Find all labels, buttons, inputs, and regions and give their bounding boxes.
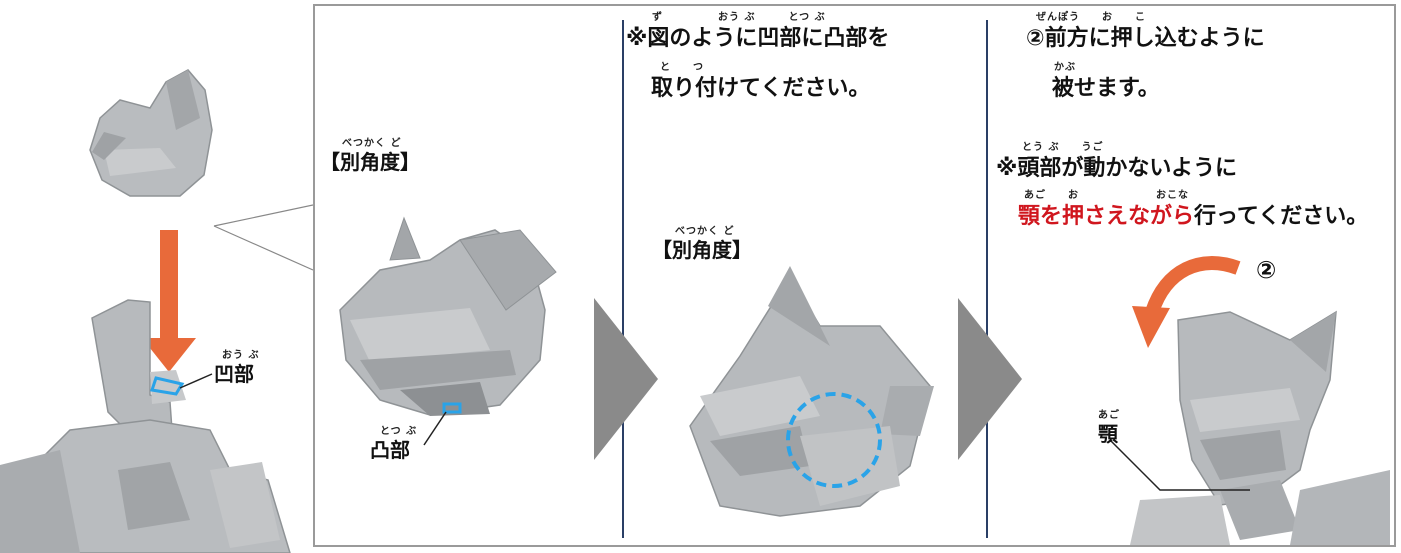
panel2-note-line2-ruby: と つ	[660, 62, 704, 73]
panel1-convex-label: 凸部	[370, 438, 410, 462]
panel3-step-line2: 被せます。	[1052, 76, 1160, 101]
concave-leader-line	[179, 373, 213, 389]
panel3-step-line1-ruby: ぜんぽう お こ	[1036, 12, 1146, 23]
panel2-angle-ruby: べつかく ど	[675, 226, 735, 237]
panel1-angle-label: 【別角度】	[320, 150, 420, 174]
panel3-warn-black-text: 行ってください。	[1194, 204, 1369, 229]
panel3-step-line2-ruby: かぶ	[1054, 62, 1076, 73]
jaw-ruby: あご	[1098, 410, 1120, 421]
panel3-warn-red-text: 顎を押さえながら	[1018, 204, 1195, 229]
panel3-step-line1: ②前方に押し込むように	[1026, 26, 1265, 51]
panel2-note-line1-ruby: ず おう ぶ とつ ぶ	[652, 12, 826, 23]
head-part-drawing	[89, 69, 213, 197]
panel3-warn-line1: ※頭部が動かないように	[996, 156, 1237, 181]
panel2-angle-label: 【別角度】	[652, 238, 752, 262]
left-assembly-illustration	[0, 69, 313, 553]
panel1-head-illustration	[339, 216, 557, 446]
jaw-label: 顎	[1098, 422, 1118, 446]
down-arrow	[142, 230, 196, 372]
panel2-note-line2: 取り付けてください。	[651, 76, 871, 101]
panel2-head-closeup	[689, 266, 934, 517]
connection-highlight-circle	[786, 392, 882, 488]
panel3-warn-line2: 顎を押さえながら行ってください。	[1018, 198, 1368, 230]
step-arrow-2	[958, 298, 1022, 460]
step-arrow-1	[594, 298, 658, 460]
body-part-drawing	[0, 299, 291, 553]
panel1-angle-ruby: べつかく ど	[342, 138, 402, 149]
zoom-callout-lines-2	[213, 225, 313, 271]
concave-ruby: おう ぶ	[222, 350, 260, 361]
panel3-warn-line2-ruby: あご お おこな	[1024, 190, 1189, 201]
panel3-head-illustration	[1109, 310, 1390, 545]
convex-highlight	[442, 402, 462, 414]
panel-divider-2	[986, 20, 988, 538]
concave-highlight	[150, 376, 185, 396]
rotation-arrow	[1132, 256, 1241, 348]
convex-leader-line	[423, 411, 447, 446]
panel-divider-1	[622, 20, 624, 538]
instruction-frame	[313, 4, 1396, 547]
concave-label: 凹部	[214, 362, 254, 386]
step-marker: ②	[1256, 256, 1277, 284]
panel2-note-line1: ※図のように凹部に凸部を	[626, 26, 890, 51]
jaw-leader-line	[1109, 439, 1250, 491]
panel3-warn-line1-ruby: とう ぶ うご	[1022, 142, 1104, 153]
panel1-convex-ruby: とつ ぶ	[380, 426, 418, 437]
zoom-callout-lines	[213, 204, 313, 227]
